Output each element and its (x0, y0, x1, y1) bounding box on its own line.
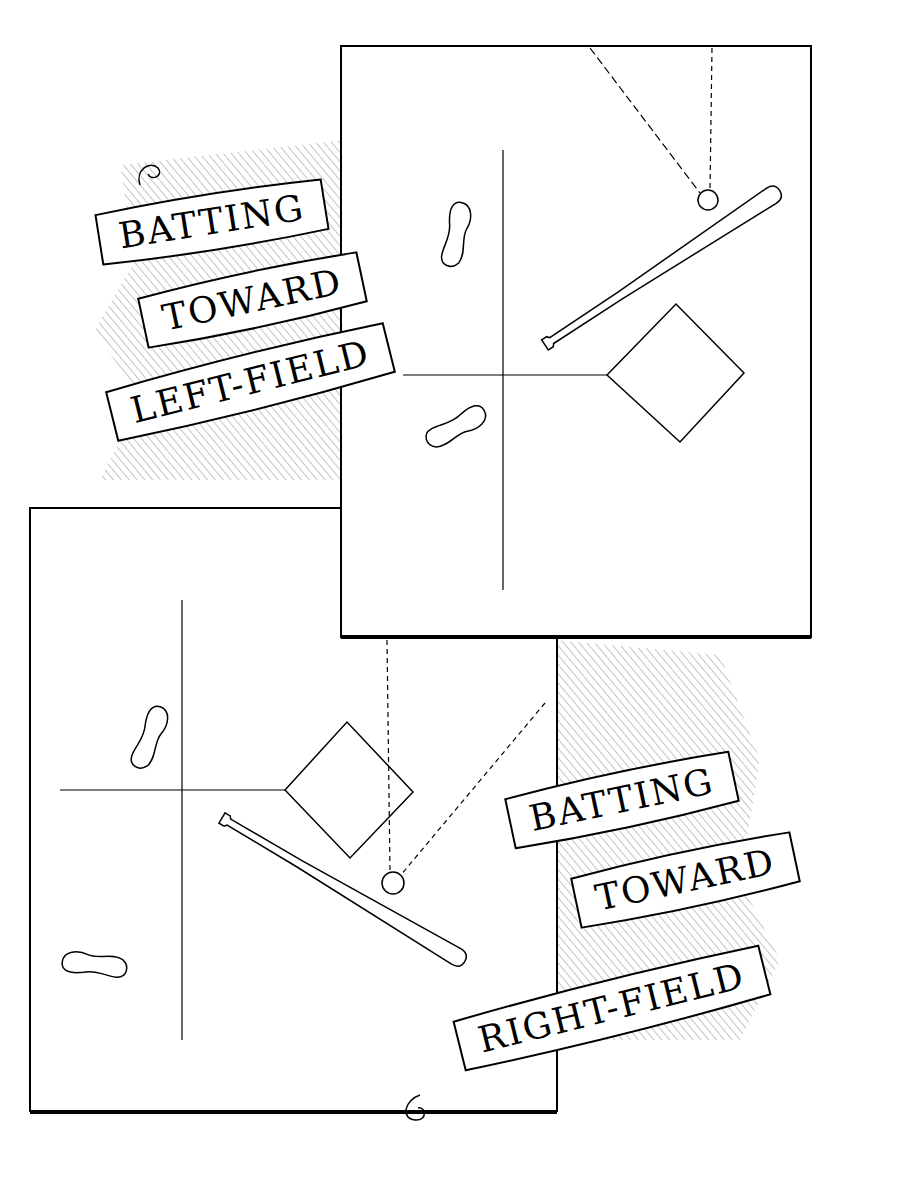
ribbon-shape (95, 177, 329, 268)
ball-path (400, 703, 545, 876)
scroll-curl (406, 1095, 424, 1120)
footprint (423, 401, 490, 452)
ribbon-shape (570, 829, 800, 930)
ribbon-shape (453, 943, 771, 1073)
bat (217, 810, 469, 969)
ribbon-shape (105, 320, 395, 443)
footprint (440, 201, 473, 269)
ball (698, 190, 718, 210)
batter-box-line (181, 600, 182, 1040)
scroll-curl (139, 165, 160, 185)
ball-path (387, 640, 390, 872)
ribbon-shape (505, 749, 740, 851)
panel-edge (341, 635, 811, 639)
ball-path (590, 48, 700, 193)
home-plate (285, 722, 413, 858)
home-plate (607, 304, 744, 442)
panel-sheet (341, 46, 811, 637)
panel-edge (30, 1110, 557, 1114)
footprint (129, 703, 172, 771)
batter-box-line (502, 150, 503, 590)
bat (540, 183, 785, 353)
ball-path (710, 48, 712, 190)
batter-box-line (403, 374, 607, 375)
left-field-panel (341, 46, 811, 637)
ball (382, 872, 404, 894)
batter-box-line (60, 789, 285, 790)
footprint (61, 951, 128, 978)
